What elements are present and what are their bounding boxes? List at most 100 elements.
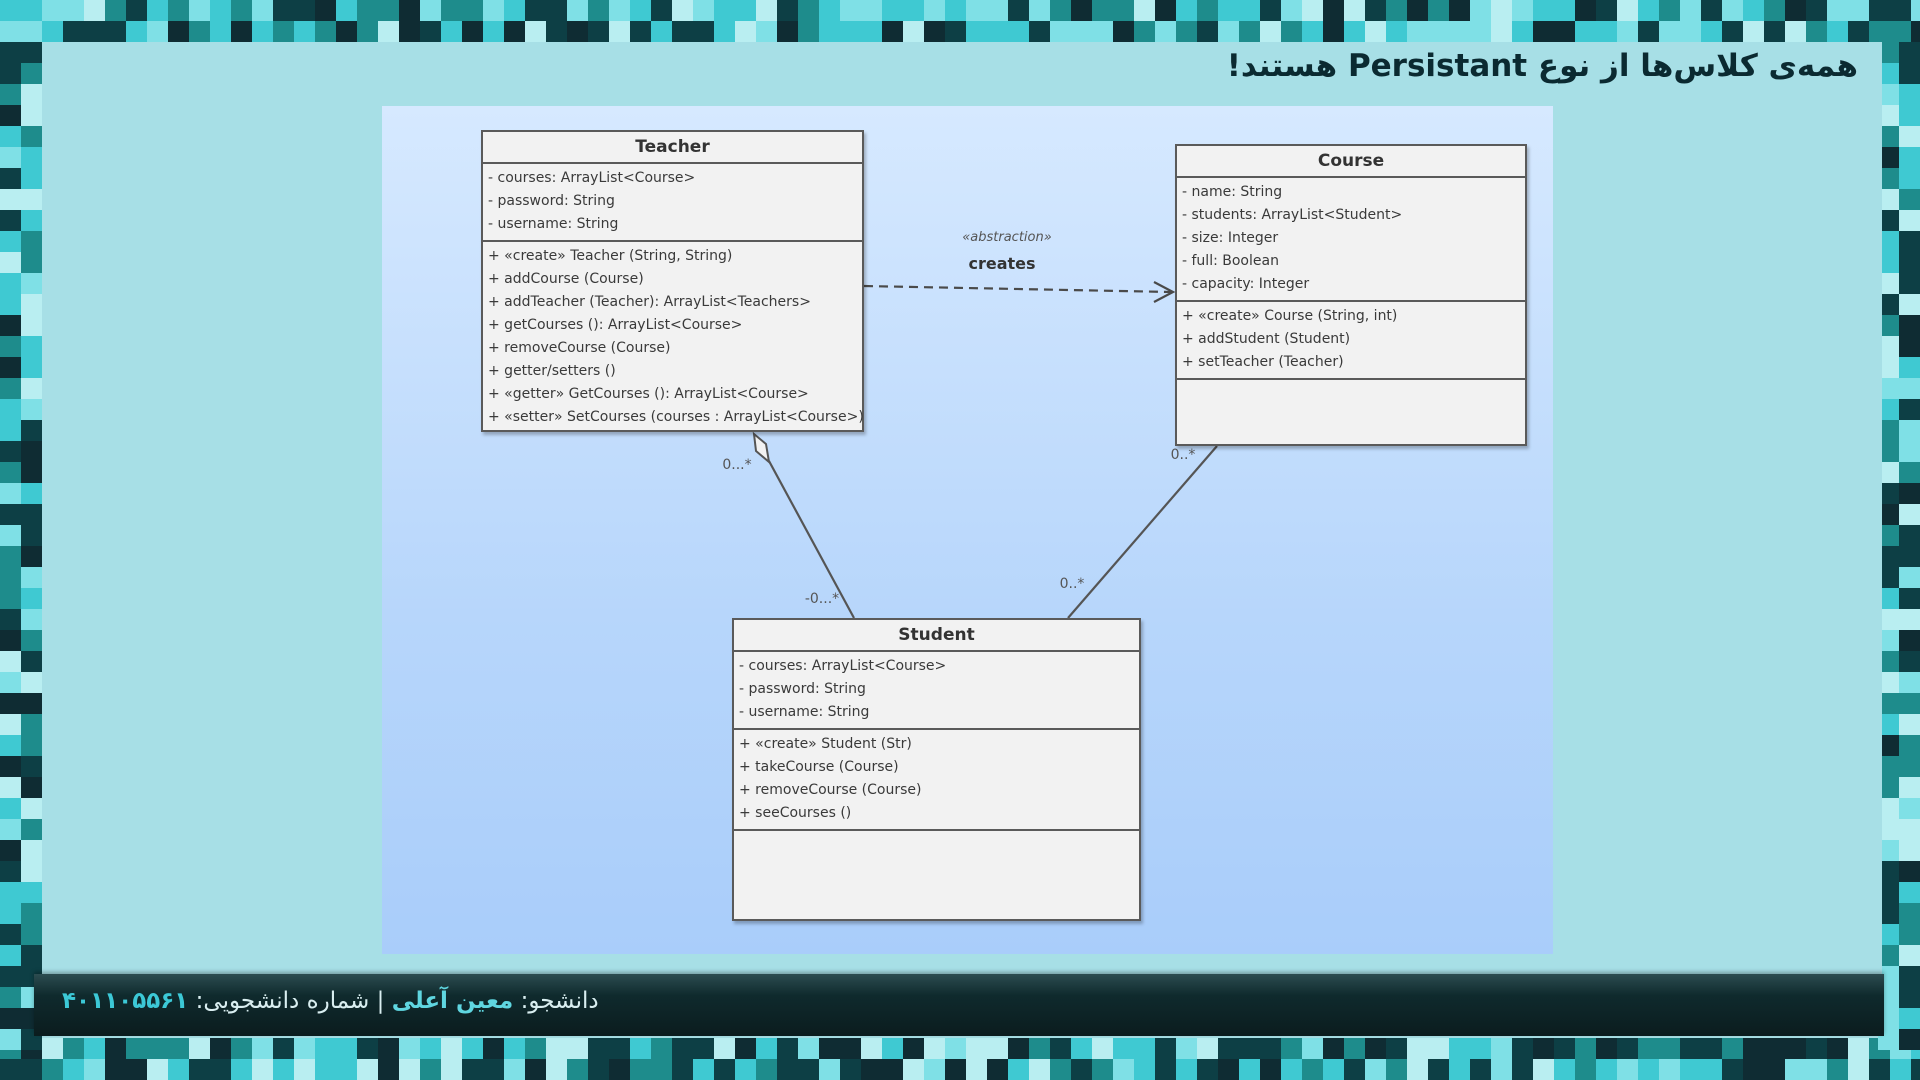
mosaic-tile xyxy=(1323,1038,1344,1059)
mosaic-tile xyxy=(0,882,21,903)
mosaic-tile xyxy=(126,1038,147,1059)
mosaic-tile xyxy=(210,1059,231,1080)
mosaic-tile xyxy=(1878,861,1899,882)
mosaic-tile xyxy=(1050,1059,1071,1080)
mosaic-tile xyxy=(1878,273,1899,294)
mosaic-tile xyxy=(294,21,315,42)
mosaic-tile xyxy=(0,861,21,882)
mosaic-tile xyxy=(21,924,42,945)
mosaic-tile xyxy=(294,0,315,21)
mosaic-tile xyxy=(1878,525,1899,546)
mosaic-tile xyxy=(1899,336,1920,357)
mosaic-tile xyxy=(1899,420,1920,441)
mosaic-tile xyxy=(1899,777,1920,798)
mosaic-tile xyxy=(105,1038,126,1059)
attribute: - size: Integer xyxy=(1182,230,1279,246)
mosaic-tile xyxy=(1281,1038,1302,1059)
mosaic-tile xyxy=(21,945,42,966)
mosaic-tile xyxy=(1899,378,1920,399)
mosaic-tile xyxy=(1899,294,1920,315)
mosaic-tile xyxy=(21,378,42,399)
mosaic-tile xyxy=(357,1059,378,1080)
mosaic-tile xyxy=(1596,1059,1617,1080)
operation: + getCourses (): ArrayList<Course> xyxy=(488,317,743,333)
mosaic-tile xyxy=(0,273,21,294)
mosaic-tile xyxy=(0,315,21,336)
mosaic-tile xyxy=(210,0,231,21)
mosaic-tile xyxy=(903,0,924,21)
mosaic-tile xyxy=(21,84,42,105)
mosaic-tile xyxy=(336,0,357,21)
mosaic-tile xyxy=(1764,1038,1785,1059)
mosaic-tile xyxy=(168,1038,189,1059)
mosaic-tile xyxy=(1638,1059,1659,1080)
mosaic-tile xyxy=(1659,21,1680,42)
mosaic-tile xyxy=(1176,1059,1197,1080)
mosaic-tile xyxy=(1134,1038,1155,1059)
mosaic-tile xyxy=(1878,588,1899,609)
mosaic-tile xyxy=(1899,966,1920,987)
class-student[interactable]: Student - courses: ArrayList<Course> - p… xyxy=(732,618,1141,921)
attribute: - courses: ArrayList<Course> xyxy=(739,658,947,674)
mosaic-tile xyxy=(1365,21,1386,42)
mosaic-tile xyxy=(1281,1059,1302,1080)
mosaic-tile xyxy=(1407,1038,1428,1059)
mosaic-tile xyxy=(987,21,1008,42)
mosaic-tile xyxy=(21,21,42,42)
mosaic-tile xyxy=(0,399,21,420)
class-course[interactable]: Course - name: String - students: ArrayL… xyxy=(1175,144,1527,446)
mosaic-tile xyxy=(1680,1059,1701,1080)
mosaic-tile xyxy=(21,147,42,168)
mosaic-tile xyxy=(1386,1038,1407,1059)
mosaic-tile xyxy=(840,0,861,21)
attribute: - students: ArrayList<Student> xyxy=(1182,207,1403,223)
mosaic-tile xyxy=(1008,0,1029,21)
mosaic-tile xyxy=(1197,21,1218,42)
mosaic-tile xyxy=(1071,1059,1092,1080)
mosaic-tile xyxy=(1344,21,1365,42)
mosaic-tile xyxy=(525,0,546,21)
mosaic-tile xyxy=(0,714,21,735)
mosaic-tile xyxy=(483,1038,504,1059)
mosaic-tile xyxy=(420,1038,441,1059)
mosaic-tile xyxy=(1029,1038,1050,1059)
mosaic-tile xyxy=(1029,1059,1050,1080)
mosaic-tile xyxy=(1743,1059,1764,1080)
mosaic-tile xyxy=(315,0,336,21)
mosaic-tile xyxy=(1554,1038,1575,1059)
mosaic-tile xyxy=(0,651,21,672)
mosaic-tile xyxy=(378,1059,399,1080)
mosaic-tile xyxy=(1827,1038,1848,1059)
mosaic-tile xyxy=(987,1059,1008,1080)
mosaic-tile xyxy=(273,1038,294,1059)
mosaic-tile xyxy=(1878,756,1899,777)
mosaic-tile xyxy=(1899,483,1920,504)
attribute: - password: String xyxy=(488,193,615,209)
mosaic-tile xyxy=(651,1038,672,1059)
mosaic-tile xyxy=(1899,882,1920,903)
mosaic-tile xyxy=(0,735,21,756)
student-label: دانشجو: xyxy=(520,988,599,1014)
mosaic-tile xyxy=(378,21,399,42)
mosaic-tile xyxy=(0,483,21,504)
mosaic-tile xyxy=(1878,210,1899,231)
mosaic-tile xyxy=(21,1059,42,1080)
mosaic-tile xyxy=(567,0,588,21)
mosaic-tile xyxy=(1878,315,1899,336)
mosaic-tile xyxy=(1533,21,1554,42)
mosaic-tile xyxy=(0,504,21,525)
mosaic-tile xyxy=(1827,1059,1848,1080)
mosaic-tile xyxy=(1596,1038,1617,1059)
mosaic-tile xyxy=(273,1059,294,1080)
dependency-stereotype: «abstraction» xyxy=(962,230,1052,245)
aggregation-diamond xyxy=(752,431,771,465)
mosaic-tile xyxy=(609,21,630,42)
mosaic-tile xyxy=(840,21,861,42)
mosaic-tile xyxy=(1596,0,1617,21)
class-teacher[interactable]: Teacher - courses: ArrayList<Course> - p… xyxy=(481,130,864,432)
mosaic-tile xyxy=(1848,0,1869,21)
mosaic-tile xyxy=(756,0,777,21)
class-course-attributes: - name: String - students: ArrayList<Stu… xyxy=(1177,178,1525,302)
mosaic-tile xyxy=(777,0,798,21)
mosaic-tile xyxy=(0,0,21,21)
